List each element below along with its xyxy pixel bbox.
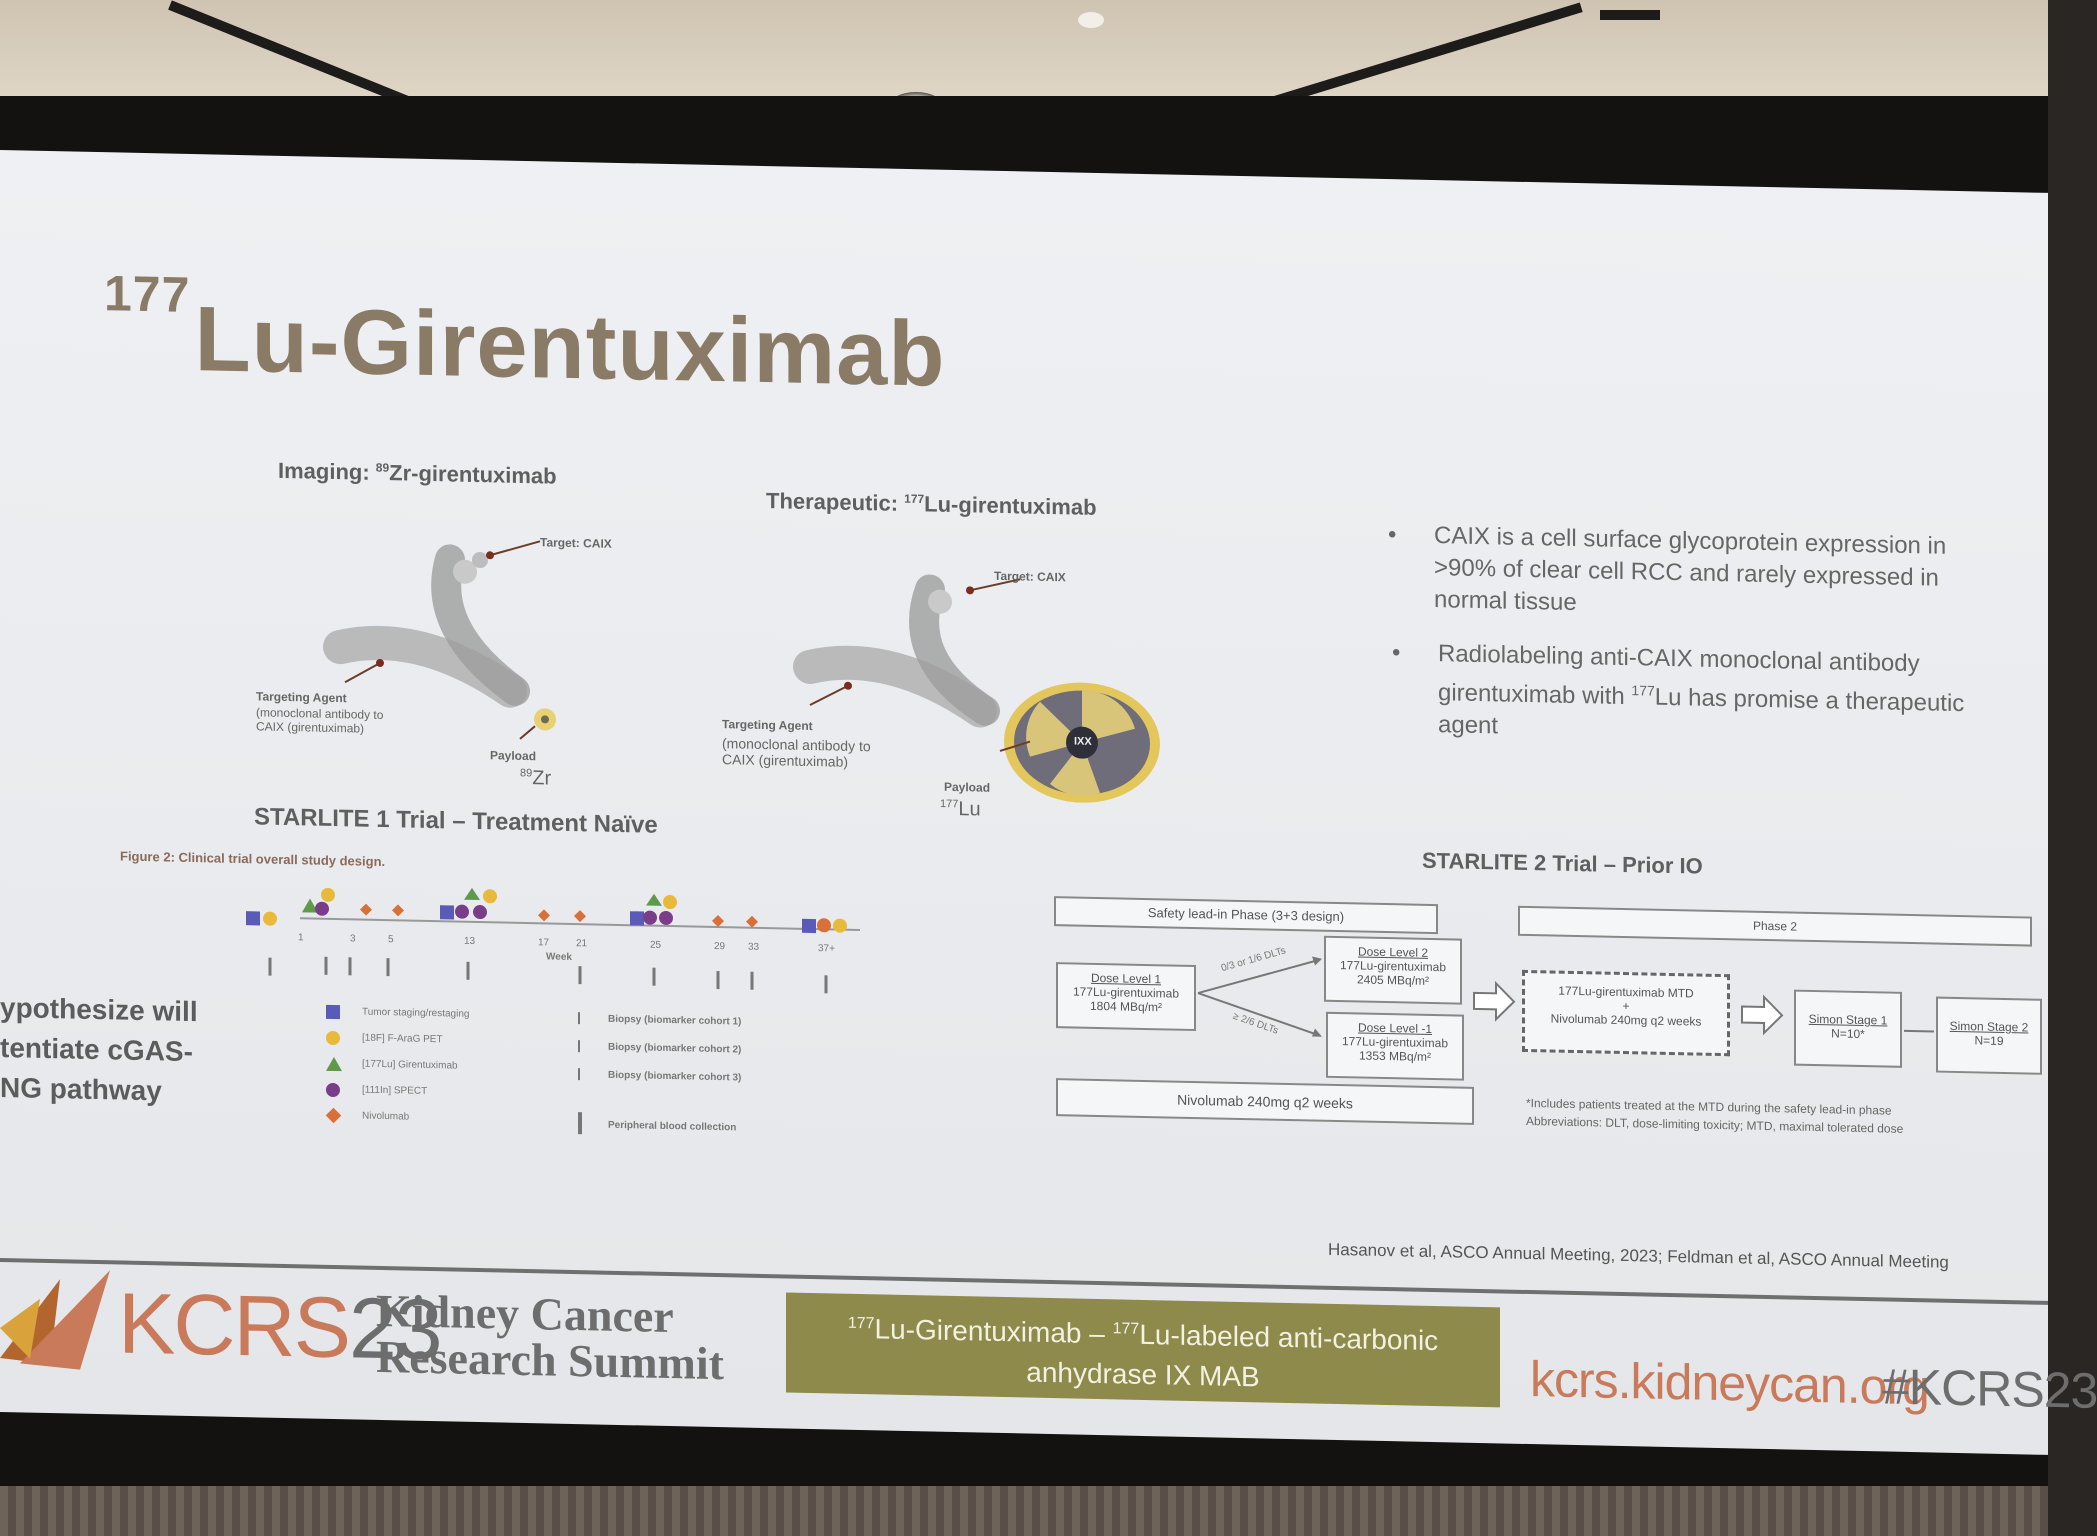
starlite1-figure-caption: Figure 2: Clinical trial overall study d…	[120, 848, 386, 870]
ceiling-beam	[1600, 10, 1660, 20]
legend-item: Nivolumab	[325, 1107, 566, 1138]
starlite1-title: STARLITE 1 Trial – Treatment Naïve	[254, 803, 658, 839]
dose-level-minus1-box: Dose Level -1 177Lu-girentuximab 1353 MB…	[1326, 1011, 1464, 1081]
legend-item: Peripheral blood collection	[578, 1112, 858, 1152]
mtd-combination-box: 177Lu-girentuximab MTD + Nivolumab 240mg…	[1522, 969, 1730, 1057]
blood-collection-icon	[578, 1112, 582, 1135]
starlite1-legend-right: Biopsy (biomarker cohort 1) Biopsy (biom…	[578, 1012, 858, 1152]
therapeutic-agent-title: Targeting Agent	[722, 717, 813, 734]
summit-name: Kidney Cancer Research Summit	[376, 1284, 724, 1390]
imaging-payload-isotope: 89Zr	[520, 767, 552, 790]
therapeutic-payload-label: Payload	[944, 779, 991, 795]
simon-arrow-icon	[1904, 1029, 1934, 1033]
circle-icon	[326, 1082, 340, 1098]
legend-item: Biopsy (biomarker cohort 3)	[578, 1068, 858, 1124]
title-text: Lu-Girentuximab	[194, 288, 946, 406]
block-arrow-icon	[1741, 994, 1784, 1036]
imaging-agent-title: Targeting Agent	[256, 689, 347, 706]
imaging-payload-label: Payload	[490, 748, 537, 764]
starlite1-timeline	[246, 887, 860, 994]
therapeutic-heading: Therapeutic: 177Lu-girentuximab	[766, 488, 1097, 520]
topic-banner: 177Lu-Girentuximab – 177Lu-labeled anti-…	[786, 1292, 1500, 1408]
left-cut-text: ypothesize will tentiate cGAS- NG pathwa…	[0, 992, 198, 1107]
summit-url: kcrs.kidneycan.org	[1530, 1351, 1929, 1416]
therapeutic-payload-isotope: 177Lu	[940, 798, 981, 821]
bullet-1: • CAIX is a cell surface glycoprotein ex…	[1388, 521, 1947, 617]
imaging-agent-desc: (monoclonal antibody to CAIX (girentuxim…	[256, 705, 384, 736]
block-arrow-icon	[1473, 980, 1516, 1022]
therapeutic-agent-desc: (monoclonal antibody to CAIX (girentuxim…	[722, 735, 871, 770]
bullet-marker: •	[1388, 521, 1397, 549]
ceiling-sprinkler-icon	[1078, 12, 1104, 28]
biopsy-tick-icon	[578, 1040, 580, 1053]
triangle-icon	[326, 1056, 342, 1072]
dose-escalation-arrows	[1197, 956, 1322, 1037]
citation: Hasanov et al, ASCO Annual Meeting, 2023…	[1328, 1239, 1949, 1272]
title-superscript: 177	[104, 265, 191, 323]
slide-title: 177Lu-Girentuximab	[104, 264, 945, 408]
therapeutic-antibody-diagram	[793, 574, 1160, 803]
starlite2-footnote: *Includes patients treated at the MTD du…	[1526, 1095, 1904, 1136]
biopsy-tick-icon	[578, 1012, 580, 1025]
biopsy-tick-icon	[578, 1068, 580, 1081]
starlite1-legend-left: Tumor staging/restaging [18F] F-AraG PET…	[325, 1003, 566, 1138]
bullet-marker: •	[1392, 639, 1401, 667]
square-icon	[326, 1004, 340, 1020]
dose-level-1-box: Dose Level 1 177Lu-girentuximab 1804 MBq…	[1056, 962, 1196, 1032]
nivolumab-box: Nivolumab 240mg q2 weeks	[1056, 1078, 1474, 1125]
starlite2-title: STARLITE 2 Trial – Prior IO	[1422, 847, 1703, 879]
kcrs-logo-icon	[0, 1270, 110, 1370]
dose-level-2-box: Dose Level 2 177Lu-girentuximab 2405 MBq…	[1324, 935, 1462, 1005]
diamond-icon	[325, 1107, 342, 1124]
circle-icon	[326, 1030, 340, 1046]
bullet-2: • Radiolabeling anti-CAIX monoclonal ant…	[1392, 639, 1965, 740]
safety-phase-box: Safety lead-in Phase (3+3 design)	[1054, 896, 1438, 935]
imaging-antibody-diagram	[323, 540, 556, 740]
phase2-box: Phase 2	[1518, 905, 2032, 947]
simon-stage-1-box: Simon Stage 1 N=10*	[1794, 989, 1902, 1068]
presentation-slide: 177Lu-Girentuximab Imaging: 89Zr-girentu…	[0, 150, 2097, 1455]
imaging-heading: Imaging: 89Zr-girentuximab	[278, 457, 557, 489]
imaging-target-label: Target: CAIX	[540, 535, 612, 551]
floor-trim	[0, 1486, 2048, 1536]
simon-stage-2-box: Simon Stage 2 N=19	[1936, 996, 2042, 1075]
therapeutic-target-label: Target: CAIX	[994, 568, 1066, 585]
therapeutic-core-label: IXX	[1074, 735, 1092, 748]
summit-hashtag: #KCRS23	[1882, 1358, 2097, 1419]
